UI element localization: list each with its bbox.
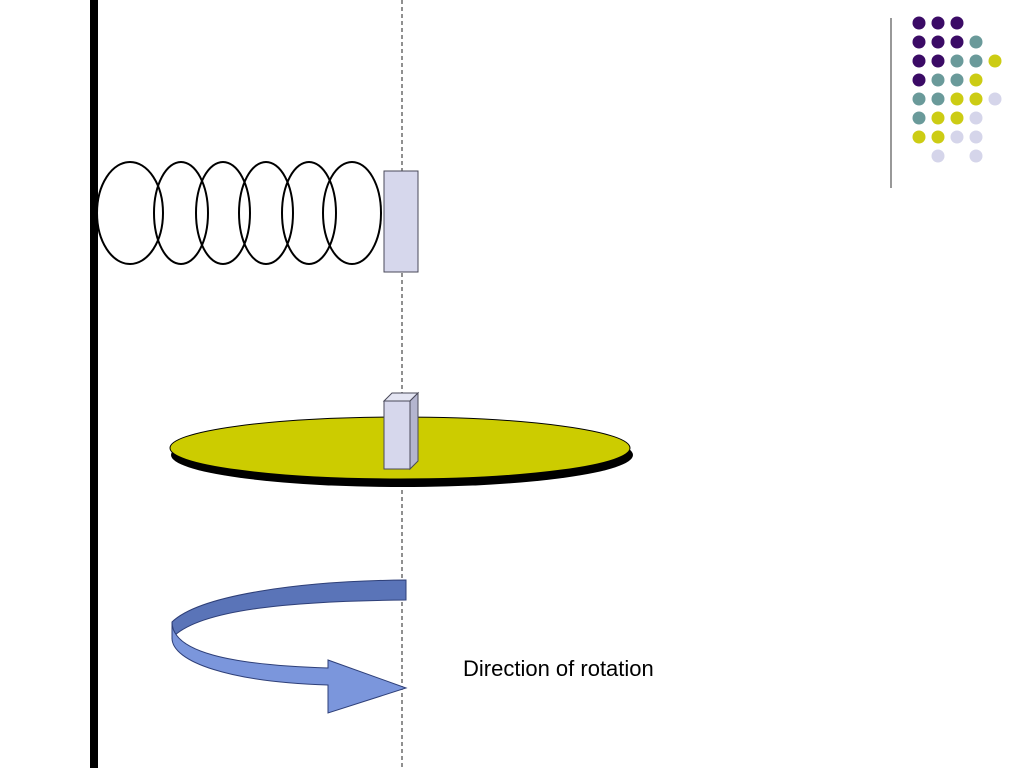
- spring: [96, 161, 382, 265]
- decor-dot: [950, 54, 964, 68]
- decor-dot: [931, 92, 945, 106]
- decor-dot: [969, 73, 983, 87]
- decor-dot-grid: [912, 16, 1002, 163]
- decor-dot: [969, 92, 983, 106]
- decor-dot: [969, 111, 983, 125]
- decor-dot: [931, 35, 945, 49]
- disk-block-front: [383, 400, 411, 470]
- decor-dot: [950, 111, 964, 125]
- decor-dot: [969, 54, 983, 68]
- rotation-arrow-front: [171, 621, 408, 714]
- rotation-direction-label: Direction of rotation: [463, 656, 654, 681]
- decor-dot: [931, 130, 945, 144]
- decor-dot: [912, 130, 926, 144]
- decor-dot: [969, 149, 983, 163]
- disk-block-side: [409, 391, 419, 471]
- decor-dot: [950, 16, 964, 30]
- spring-coil: [153, 161, 209, 265]
- decor-dot: [912, 35, 926, 49]
- spring-coil: [281, 161, 337, 265]
- spring-coil: [195, 161, 251, 265]
- rotation-arrow-back: [171, 579, 407, 640]
- mass-block: [383, 170, 419, 273]
- decor-dot: [931, 73, 945, 87]
- rotation-arrow: [171, 579, 408, 714]
- spring-coil: [238, 161, 294, 265]
- decor-dot: [969, 130, 983, 144]
- decor-dot: [931, 149, 945, 163]
- decor-dot: [950, 130, 964, 144]
- wall: [90, 0, 98, 768]
- decor-dot: [931, 54, 945, 68]
- decor-dot: [912, 92, 926, 106]
- spring-coil: [322, 161, 382, 265]
- decor-dot: [950, 92, 964, 106]
- decor-dot: [988, 92, 1002, 106]
- decor-dot: [931, 16, 945, 30]
- decor-dot: [950, 73, 964, 87]
- decor-dot: [969, 35, 983, 49]
- decor-dot: [931, 111, 945, 125]
- decor-dot: [912, 73, 926, 87]
- disk-block: [382, 391, 420, 471]
- decor-dot: [912, 111, 926, 125]
- decor-dot: [912, 16, 926, 30]
- spring-coil: [96, 161, 164, 265]
- decor-dot: [988, 54, 1002, 68]
- decor-dot: [950, 35, 964, 49]
- decor-dot: [912, 54, 926, 68]
